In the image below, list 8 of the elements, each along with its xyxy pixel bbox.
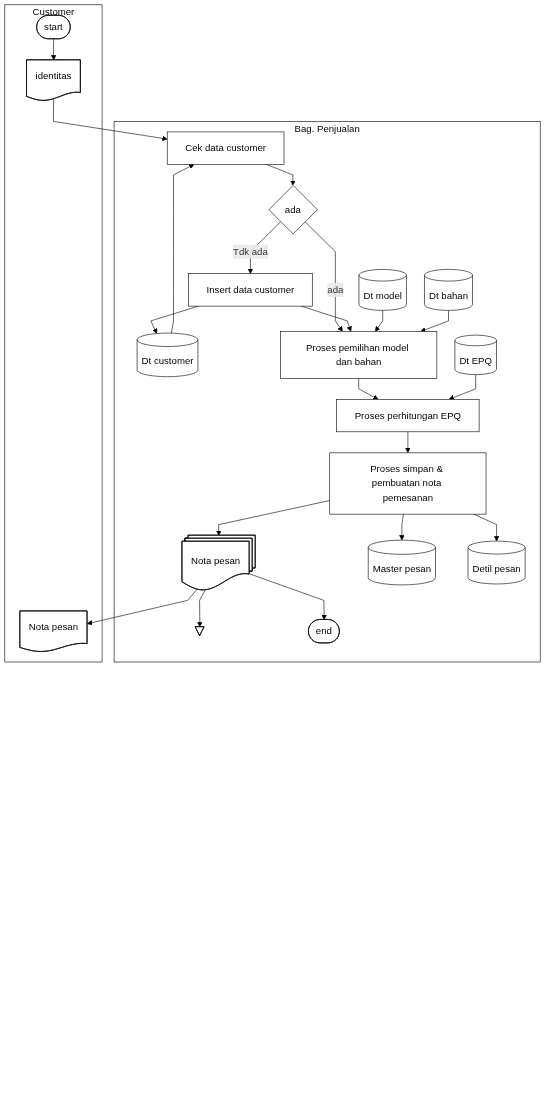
node-box: Insert data customer bbox=[188, 273, 313, 307]
node-box: Cek data customer bbox=[166, 131, 285, 165]
edge-label: ada bbox=[327, 284, 344, 295]
node-box: Proses simpan & pembuatan nota pemesanan bbox=[329, 452, 487, 515]
node-box: Proses pemilihan model dan bahan bbox=[280, 331, 438, 379]
edge-label: Tdk ada bbox=[233, 246, 268, 257]
node-box: Proses perhitungan EPQ bbox=[336, 399, 480, 433]
node-diamond: ada bbox=[268, 185, 318, 235]
